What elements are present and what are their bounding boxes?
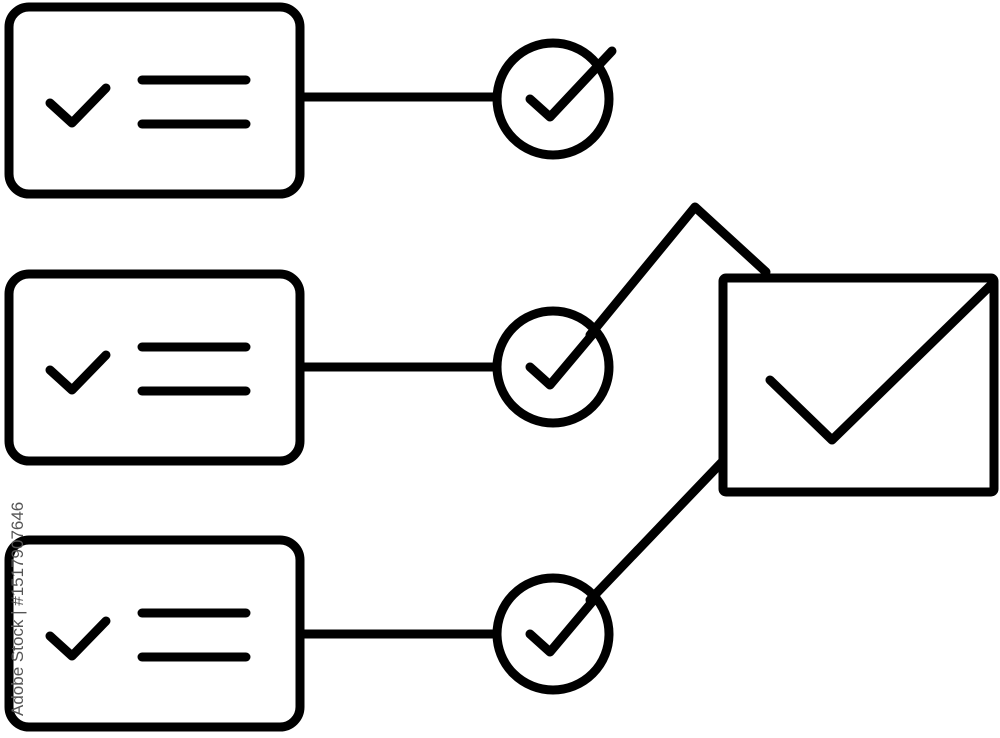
task-card-frame (4, 535, 305, 732)
check-icon (45, 616, 111, 661)
envelope (718, 273, 999, 497)
envelope-frame (718, 273, 999, 497)
task-card (4, 2, 305, 199)
approval-node (492, 306, 614, 428)
task-card (4, 269, 305, 466)
envelope-check-icon (765, 281, 995, 445)
stock-watermark: Adobe Stock | #1517907646 (8, 502, 27, 716)
check-circle-icon (525, 330, 597, 390)
diagram-root (4, 2, 999, 732)
approval-circle (492, 573, 614, 695)
check-circle-icon (525, 46, 617, 122)
task-card-frame (4, 2, 305, 199)
check-icon (45, 83, 111, 128)
branch-to-envelope-lower (585, 457, 727, 605)
watermark-text: Adobe Stock | #1517907646 (8, 502, 27, 716)
check-circle-icon (525, 597, 597, 657)
approval-circle (492, 306, 614, 428)
task-card (4, 535, 305, 732)
approval-circle (492, 38, 614, 160)
branch-to-envelope-upper (585, 202, 771, 340)
approval-node (492, 38, 617, 160)
check-icon (45, 350, 111, 395)
task-card-frame (4, 269, 305, 466)
approval-node (492, 573, 614, 695)
